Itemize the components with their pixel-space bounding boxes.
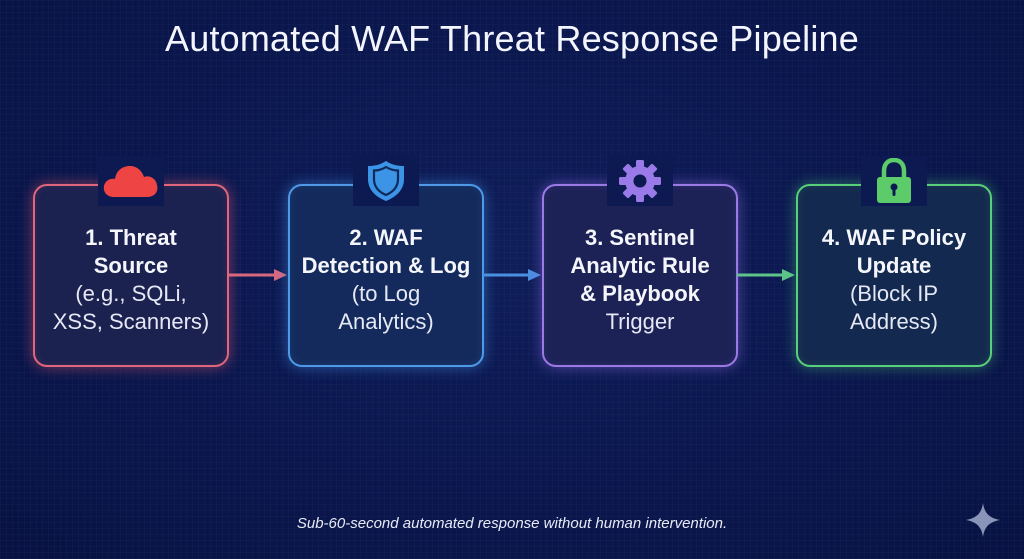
stage-heading-line: & Playbook: [580, 280, 700, 306]
stage-detail-line: (Block IP: [849, 280, 939, 306]
stage-heading-line: 2. WAF: [349, 224, 423, 250]
stage-waf-detection: 2. WAF Detection & Log (to Log Analytics…: [288, 156, 484, 367]
stage-detail-line: Trigger: [605, 308, 675, 334]
stage-sentinel-rule: 3. Sentinel Analytic Rule & Playbook Tri…: [542, 156, 738, 367]
stage-heading-line: Detection & Log: [301, 252, 471, 278]
stage-heading-line: Analytic Rule: [570, 252, 710, 278]
stage-heading-line: 1. Threat: [85, 224, 177, 250]
connector-arrow-3-4: [737, 269, 795, 281]
lock-icon: [877, 158, 911, 203]
stage-threat-source: 1. Threat Source (e.g., SQLi, XSS, Scann…: [33, 156, 229, 367]
stage-waf-policy-update: 4. WAF Policy Update (Block IP Address): [796, 156, 992, 367]
cloud-icon: [103, 166, 158, 197]
stage-heading-line: 4. WAF Policy: [821, 224, 967, 250]
stage-detail-line: XSS, Scanners): [52, 308, 210, 334]
stage-detail-line: (e.g., SQLi,: [75, 280, 187, 306]
sparkle-icon: [966, 503, 1000, 537]
stage-heading-line: 3. Sentinel: [584, 224, 696, 250]
stage-detail-line: Analytics): [338, 308, 434, 334]
shield-icon: [368, 161, 404, 201]
stage-heading-line: Update: [856, 252, 932, 278]
connector-arrow-2-3: [483, 269, 541, 281]
stage-detail-line: Address): [849, 308, 939, 334]
connector-arrow-1-2: [228, 269, 287, 281]
gear-icon: [619, 160, 661, 202]
stage-heading-line: Source: [93, 252, 169, 278]
footer-caption: Sub-60-second automated response without…: [296, 515, 728, 532]
stage-detail-line: (to Log: [351, 280, 421, 306]
diagram-title: Automated WAF Threat Response Pipeline: [165, 18, 859, 59]
